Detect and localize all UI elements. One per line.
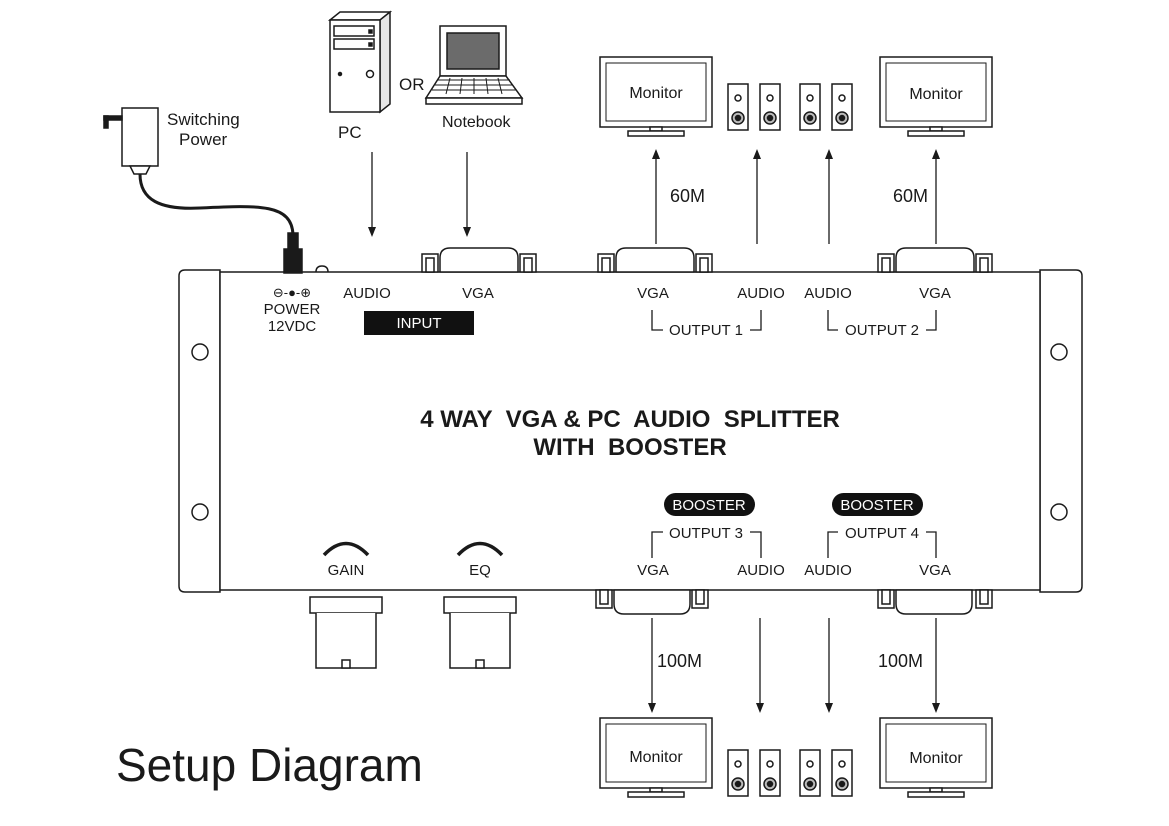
device-title-line1: 4 WAY VGA & PC AUDIO SPLITTER — [420, 406, 840, 433]
output3-vga-label: VGA — [637, 562, 669, 579]
monitor-label-4: Monitor — [909, 750, 963, 767]
output3-audio-label: AUDIO — [737, 562, 785, 579]
input-badge — [364, 311, 474, 335]
speakers-output1-icon — [727, 83, 781, 131]
eq-dial-arc-icon — [456, 541, 504, 557]
booster-badge-output4 — [832, 493, 923, 516]
output1-group-label: OUTPUT 1 — [669, 322, 743, 339]
eq-label: EQ — [469, 562, 491, 579]
power-voltage-label: 12VDC — [268, 318, 317, 335]
gain-label: GAIN — [328, 562, 365, 579]
vga-port-output2 — [877, 247, 993, 273]
input-group-label: INPUT — [397, 315, 442, 332]
notebook-label: Notebook — [442, 114, 511, 131]
output2-group-label: OUTPUT 2 — [845, 322, 919, 339]
vga-port-output4 — [877, 589, 993, 615]
pc-tower-icon — [327, 10, 393, 114]
left-mounting-ear — [178, 269, 221, 593]
output4-vga-label: VGA — [919, 562, 951, 579]
speakers-output3-icon — [727, 749, 781, 797]
distance-output3: 100M — [657, 651, 702, 671]
or-label: OR — [399, 75, 425, 94]
distance-output1: 60M — [670, 186, 705, 206]
vga-port-input — [421, 247, 537, 273]
gain-dial-arc-icon — [322, 541, 370, 557]
output4-bracket — [827, 531, 937, 558]
monitor-output1 — [599, 56, 713, 137]
output1-bracket — [651, 310, 762, 331]
output4-group-label: OUTPUT 4 — [845, 525, 919, 542]
output3-bracket — [651, 531, 762, 558]
output1-audio-label: AUDIO — [737, 285, 785, 302]
speakers-output4-icon — [799, 749, 853, 797]
monitor-output4 — [879, 717, 993, 798]
output2-bracket — [827, 310, 937, 331]
eq-knob — [443, 596, 517, 669]
right-mounting-ear — [1039, 269, 1083, 593]
power-jack-symbol-icon: ⊖-●-⊕ — [273, 285, 311, 300]
monitor-output3 — [599, 717, 713, 798]
vga-port-output3 — [595, 589, 709, 615]
device-title-line2: WITH BOOSTER — [533, 434, 726, 461]
output2-vga-label: VGA — [919, 285, 951, 302]
output1-vga-label: VGA — [637, 285, 669, 302]
monitor-label-1: Monitor — [629, 85, 683, 102]
switching-power-label-line2: Power — [179, 130, 228, 149]
switching-power-label-line1: Switching — [167, 110, 240, 129]
input-vga-label: VGA — [462, 285, 494, 302]
output3-group-label: OUTPUT 3 — [669, 525, 743, 542]
power-label: POWER — [264, 301, 321, 318]
pc-label: PC — [338, 123, 362, 142]
splitter-device — [178, 269, 1083, 593]
output2-audio-label: AUDIO — [804, 285, 852, 302]
mount-hole-tr — [1050, 343, 1068, 361]
speakers-output2-icon — [799, 83, 853, 131]
booster-label-output4: BOOSTER — [840, 497, 914, 514]
device-body — [219, 271, 1041, 591]
distance-output2: 60M — [893, 186, 928, 206]
mount-hole-br — [1050, 503, 1068, 521]
switching-power-adapter-icon — [103, 107, 329, 274]
input-audio-label: AUDIO — [343, 285, 391, 302]
mount-hole-bl — [191, 503, 209, 521]
gain-knob — [309, 596, 383, 669]
vga-port-output1 — [597, 247, 713, 273]
page-title: Setup Diagram — [116, 739, 423, 791]
notebook-icon — [424, 25, 524, 105]
output4-audio-label: AUDIO — [804, 562, 852, 579]
monitor-label-2: Monitor — [909, 86, 963, 103]
monitor-output2 — [879, 56, 993, 137]
booster-label-output3: BOOSTER — [672, 497, 746, 514]
monitor-label-3: Monitor — [629, 749, 683, 766]
distance-output4: 100M — [878, 651, 923, 671]
booster-badge-output3 — [664, 493, 755, 516]
mount-hole-tl — [191, 343, 209, 361]
